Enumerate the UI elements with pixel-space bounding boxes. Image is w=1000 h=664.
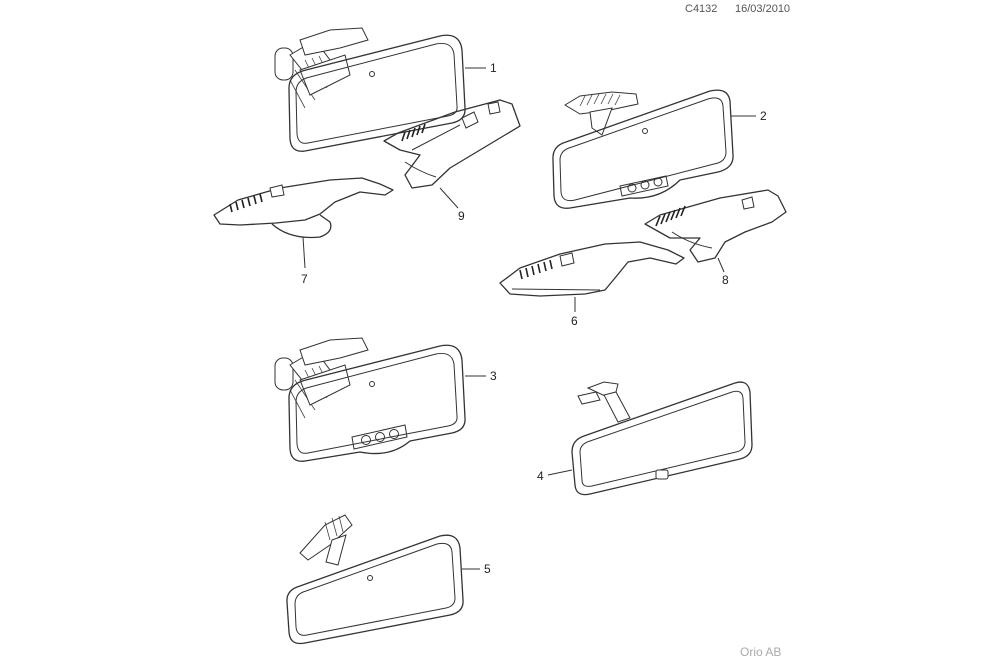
part-2-mount [564, 91, 639, 136]
diagram-code: C4132 [685, 3, 718, 15]
callout-leaders [302, 67, 756, 570]
callout-4: 4 [537, 469, 544, 483]
part-4-mirror [571, 381, 753, 496]
part-3-mount [274, 337, 369, 419]
part-7-cover [213, 177, 394, 239]
part-9-holder [383, 99, 521, 189]
callout-8: 8 [722, 273, 729, 287]
footer-brand: Orio AB [740, 645, 782, 659]
callout-3: 3 [490, 369, 497, 383]
part-2-mirror [552, 89, 734, 209]
part-8-holder [644, 189, 787, 263]
part-5-mirror [286, 514, 464, 645]
part-1-mount [274, 27, 369, 109]
callout-9: 9 [458, 209, 465, 223]
callout-5: 5 [484, 562, 491, 576]
diagram-date: 16/03/2010 [735, 3, 791, 15]
callout-2: 2 [760, 109, 767, 123]
part-3-mirror [274, 337, 466, 462]
callout-1: 1 [490, 61, 497, 75]
part-6-cover [499, 241, 685, 297]
callout-6: 6 [571, 314, 578, 328]
part-1-mirror [274, 27, 466, 152]
callout-7: 7 [301, 272, 308, 286]
